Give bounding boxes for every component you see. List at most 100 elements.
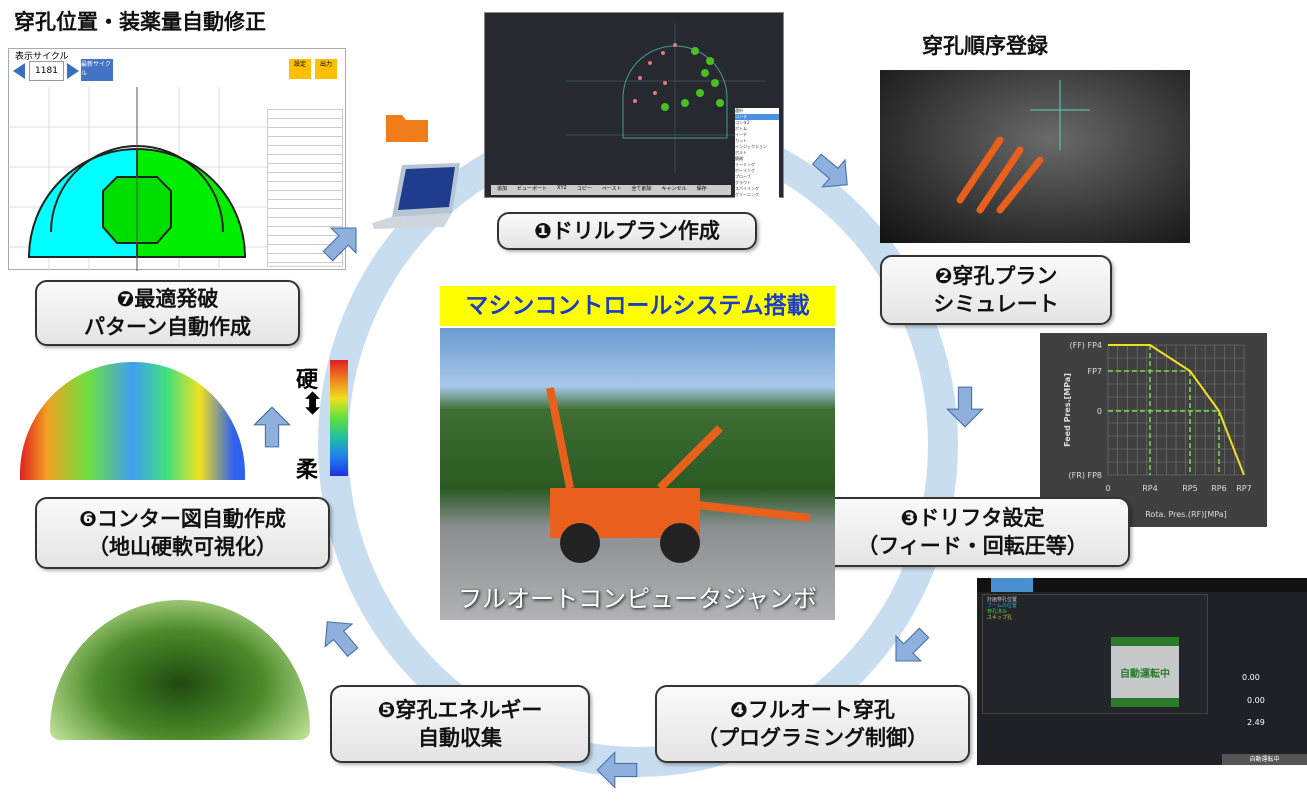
- step-3-line2: （フィード・回転圧等）: [857, 534, 1088, 558]
- menu-item[interactable]: 選択: [735, 108, 743, 113]
- drill-jumbo-illustration: [546, 387, 811, 563]
- step-7-line1: ❼最適発破: [116, 287, 219, 311]
- latest-cycle-button[interactable]: 最新サイクル: [81, 59, 113, 81]
- drill-plan-toolbar: 追加 ビューポート XY2 コピー ペースト 全て削除 キャンセル 保存: [491, 185, 731, 195]
- title-drilling-order: 穿孔順序登録: [922, 34, 1048, 58]
- step-1-label: ❶ドリルプラン作成: [497, 212, 757, 250]
- step-6-line2: （地山硬軟可視化）: [88, 535, 277, 559]
- machine-control-banner: マシンコントロールシステム搭載: [440, 286, 835, 326]
- legend-item: 穿孔済み: [987, 609, 1008, 615]
- x-tick-label: 0: [1105, 484, 1110, 493]
- menu-item[interactable]: ボーリング: [735, 168, 755, 173]
- toolbar-button[interactable]: ペースト: [601, 186, 622, 192]
- footer-status: 自動運転中: [1222, 754, 1307, 765]
- toolbar-button[interactable]: 全て削除: [631, 186, 652, 192]
- output-button[interactable]: 出力: [315, 59, 337, 79]
- jumbo-photo: フルオートコンピュータジャンボ: [440, 328, 835, 620]
- toolbar-button[interactable]: コピー: [576, 186, 592, 192]
- cycle-value[interactable]: 1181: [29, 61, 64, 81]
- series-line: [1108, 344, 1245, 476]
- legend-item: スキップ孔: [987, 615, 1013, 621]
- legend-item: ブームの位置: [987, 603, 1017, 609]
- cycle-label: 表示サイクル: [15, 52, 69, 62]
- step-4-line1: ❹フルオート穿孔: [730, 698, 895, 722]
- step-7-line2: パターン自動作成: [84, 315, 251, 339]
- toolbar-button[interactable]: ビューポート: [517, 186, 548, 192]
- settings-button[interactable]: 設定: [289, 59, 311, 79]
- menu-item[interactable]: リーミング: [735, 162, 755, 167]
- active-tab[interactable]: [991, 578, 1033, 592]
- menu-item[interactable]: コンタ: [735, 114, 779, 120]
- step-5-label: ❺穿孔エネルギー自動収集: [330, 685, 590, 763]
- toolbar-button[interactable]: キャンセル: [661, 186, 687, 192]
- legend-item: 計画穿孔位置: [987, 597, 1018, 603]
- toolbar-button[interactable]: 保存: [696, 186, 707, 192]
- flow-arrow-icon: [309, 606, 371, 668]
- y-tick-label: (FF) FP4: [1069, 341, 1102, 350]
- toolbar-button[interactable]: XY2: [557, 185, 567, 191]
- flow-arrow-icon: [311, 211, 373, 273]
- drilling-energy-3d: [50, 600, 310, 740]
- step-5-line1: ❺穿孔エネルギー: [377, 698, 543, 722]
- menu-item[interactable]: 鏡補: [735, 156, 743, 161]
- auto-drilling-screen: 計画穿孔位置ブームの位置穿孔済みスキップ孔 自動運転中 0.00 0.00 2.…: [977, 578, 1307, 765]
- flow-arrow-icon: [250, 405, 294, 449]
- value-2: 0.00: [1247, 696, 1265, 705]
- step-1-text: ❶ドリルプラン作成: [534, 219, 720, 243]
- step-3-label: ❸ドリフタ設定 （フィード・回転圧等）: [815, 497, 1130, 567]
- menu-item[interactable]: スパイリング: [735, 186, 759, 191]
- photo-caption: フルオートコンピュータジャンボ: [458, 585, 817, 613]
- charge-table: [267, 109, 343, 267]
- toolbar-button[interactable]: 追加: [497, 186, 508, 192]
- menu-item[interactable]: ボトム: [735, 126, 747, 131]
- step-2-line1: ❷穿孔プラン: [934, 264, 1058, 288]
- blast-pattern-diagram: [9, 87, 269, 271]
- step-7-label: ❼最適発破パターン自動作成: [35, 280, 300, 346]
- value-3: 2.49: [1247, 718, 1265, 727]
- step-2-label: ❷穿孔プランシミュレート: [880, 255, 1112, 325]
- menu-item[interactable]: イーチ: [735, 132, 747, 137]
- menu-item[interactable]: カット: [735, 138, 747, 143]
- flow-arrow-icon: [879, 616, 941, 678]
- contour-map: [20, 362, 245, 480]
- step-4-line2: （プログラミング制御）: [697, 726, 928, 750]
- menu-item[interactable]: クリーニング: [735, 192, 759, 197]
- y-axis-label: Feed Pres.[MPa]: [1063, 373, 1072, 447]
- flow-arrow-icon: [595, 748, 639, 792]
- step-4-label: ❹フルオート穿孔 （プログラミング制御）: [655, 685, 970, 763]
- title-pattern-correction: 穿孔位置・装薬量自動修正: [14, 10, 266, 34]
- step-6-label: ❻コンター図自動作成 （地山硬軟可視化）: [35, 497, 330, 569]
- hard-label: 硬: [296, 368, 319, 393]
- soft-label: 柔: [296, 458, 319, 483]
- step-3-line1: ❸ドリフタ設定: [900, 506, 1045, 530]
- step-5-line2: 自動収集: [418, 726, 502, 750]
- menu-item[interactable]: ボルト: [735, 150, 747, 155]
- up-down-arrow-icon: ⬍: [300, 387, 326, 422]
- step-6-line1: ❻コンター図自動作成: [79, 507, 286, 531]
- y-tick-label: FP7: [1087, 367, 1102, 376]
- flow-arrow-icon: [943, 385, 987, 429]
- step-2-line2: シミュレート: [933, 292, 1059, 316]
- y-tick-label: (FR) FP8: [1069, 471, 1102, 480]
- hardness-color-scale: [330, 360, 348, 476]
- menu-item[interactable]: コンタ2: [735, 120, 750, 125]
- boom-render: [956, 80, 1090, 214]
- value-1: 0.00: [1242, 673, 1260, 682]
- x-axis-label: Rota. Pres.(RF)[MPa]: [1145, 510, 1227, 519]
- menu-item[interactable]: プローブ: [735, 174, 751, 179]
- prev-cycle-icon[interactable]: [13, 63, 25, 79]
- x-tick-label: RP6: [1211, 484, 1226, 493]
- menu-item[interactable]: グラウト: [735, 180, 751, 185]
- flow-arrow-icon: [801, 141, 863, 203]
- section-view: 計画穿孔位置ブームの位置穿孔済みスキップ孔 自動運転中: [982, 594, 1208, 714]
- x-tick-label: RP4: [1142, 484, 1157, 493]
- next-cycle-icon[interactable]: [67, 63, 79, 79]
- menu-item[interactable]: インジェクション: [735, 144, 767, 149]
- y-tick-label: 0: [1097, 407, 1102, 416]
- auto-running-overlay: 自動運転中: [1111, 637, 1179, 707]
- tunnel-section-view: [565, 23, 765, 173]
